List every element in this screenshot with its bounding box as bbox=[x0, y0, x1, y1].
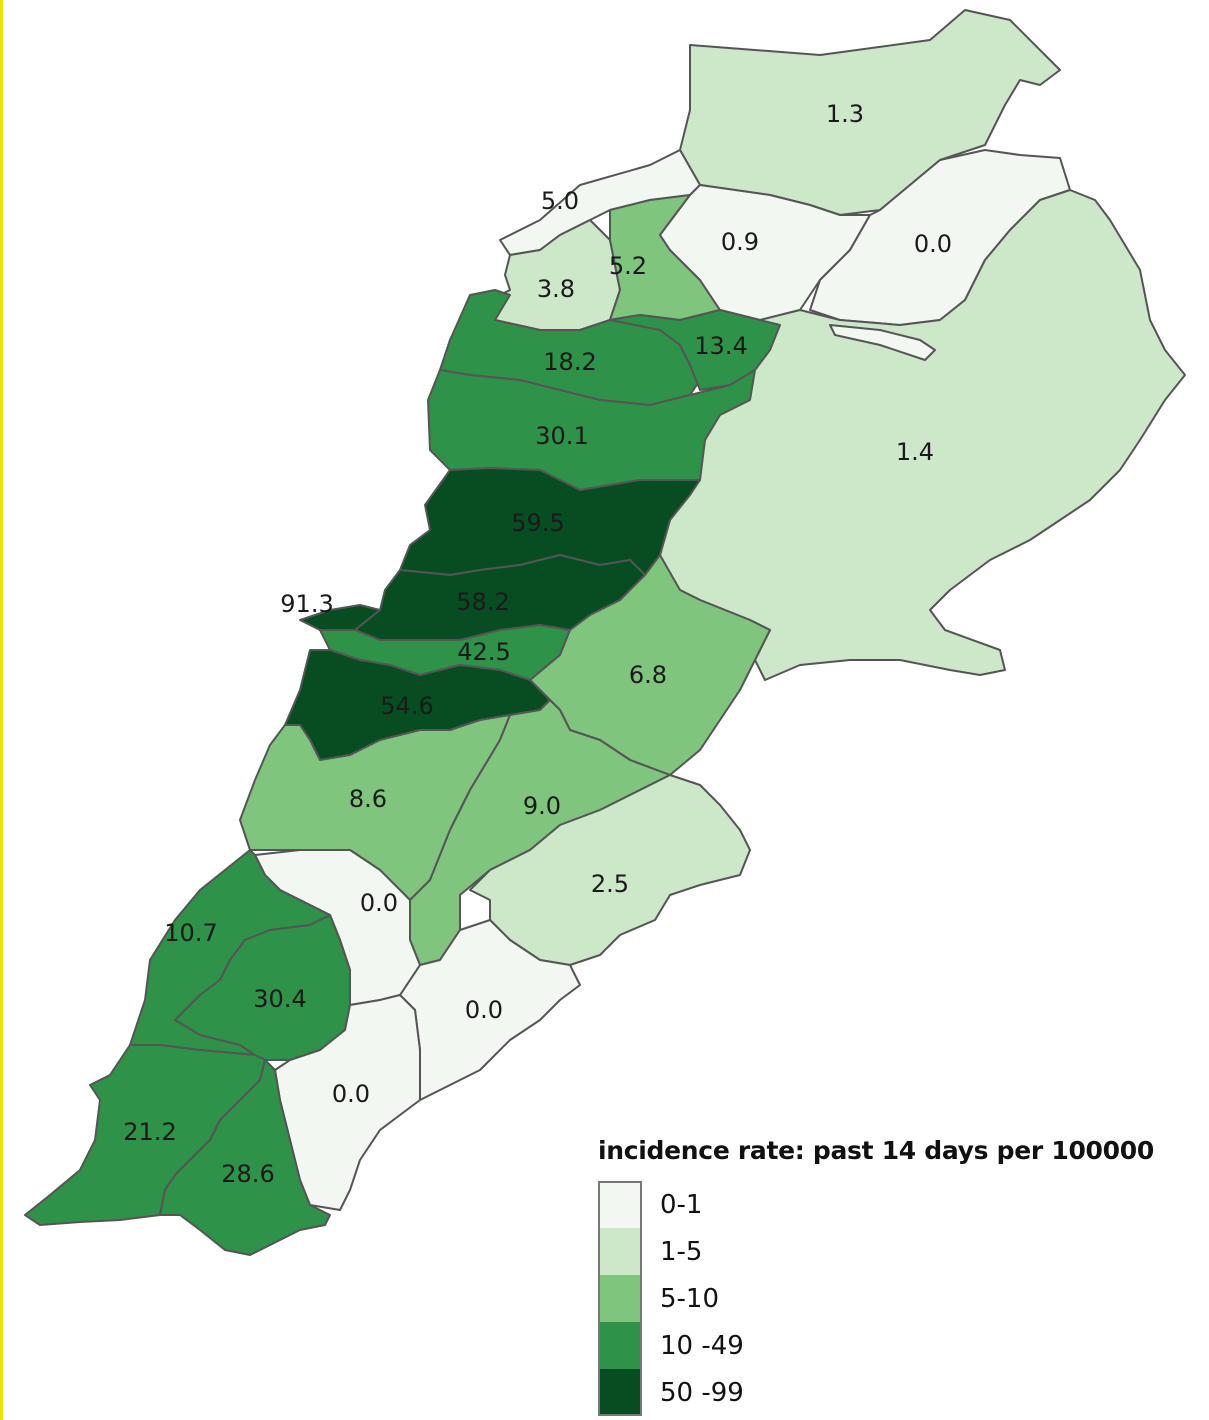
label-zahrani: 30.4 bbox=[253, 985, 306, 1013]
label-byblos: 18.2 bbox=[543, 348, 596, 376]
legend-swatch bbox=[598, 1228, 642, 1275]
label-baabda: 58.2 bbox=[456, 588, 509, 616]
region-tripoli bbox=[499, 149, 701, 256]
label-rachaya: 2.5 bbox=[591, 870, 629, 898]
label-hermel: 0.0 bbox=[914, 230, 952, 258]
legend-swatch bbox=[598, 1275, 642, 1322]
label-minieh: 0.9 bbox=[721, 228, 759, 256]
label-chouf: 54.6 bbox=[380, 692, 433, 720]
label-zahle: 6.8 bbox=[629, 661, 667, 689]
region-minieh bbox=[659, 184, 871, 321]
legend-label: 1-5 bbox=[660, 1236, 703, 1267]
label-tripoli: 5.0 bbox=[541, 187, 579, 215]
label-beirut: 91.3 bbox=[280, 590, 333, 618]
region-bsharri bbox=[609, 309, 781, 391]
legend-item: 10 -49 bbox=[598, 1322, 1198, 1369]
legend-item: 5-10 bbox=[598, 1275, 1198, 1322]
legend-item: 0-1 bbox=[598, 1181, 1198, 1228]
label-bintjbeil: 28.6 bbox=[221, 1160, 274, 1188]
label-saida: 10.7 bbox=[164, 919, 217, 947]
label-tyre: 21.2 bbox=[123, 1118, 176, 1146]
map-legend: incidence rate: past 14 days per 100000 … bbox=[598, 1136, 1198, 1416]
legend-item: 1-5 bbox=[598, 1228, 1198, 1275]
label-keserwan: 30.1 bbox=[535, 422, 588, 450]
left-edge-border bbox=[0, 0, 3, 1420]
legend-label: 50 -99 bbox=[660, 1377, 744, 1408]
legend-swatch bbox=[598, 1322, 642, 1369]
region-zahrani bbox=[174, 914, 351, 1061]
label-westbekaa: 9.0 bbox=[523, 792, 561, 820]
label-batroun: 3.8 bbox=[537, 275, 575, 303]
label-koura: 5.2 bbox=[609, 252, 647, 280]
legend-label: 10 -49 bbox=[660, 1330, 744, 1361]
legend-swatch bbox=[598, 1369, 642, 1416]
label-metn: 59.5 bbox=[511, 509, 564, 537]
legend-title: incidence rate: past 14 days per 100000 bbox=[598, 1136, 1154, 1165]
label-nabatieh: 0.0 bbox=[465, 996, 503, 1024]
legend-item: 50 -99 bbox=[598, 1369, 1198, 1416]
legend-label: 5-10 bbox=[660, 1283, 720, 1314]
label-marjayoun: 0.0 bbox=[332, 1080, 370, 1108]
district-value-labels: 1.3 5.0 3.8 5.2 0.9 0.0 18.2 13.4 30.1 1… bbox=[123, 100, 952, 1188]
label-aley: 42.5 bbox=[457, 638, 510, 666]
label-bsharri: 13.4 bbox=[694, 332, 747, 360]
label-jezzine: 8.6 bbox=[349, 785, 387, 813]
label-hasbaya: 0.0 bbox=[360, 889, 398, 917]
legend-swatch bbox=[598, 1181, 642, 1228]
label-baalbek: 1.4 bbox=[896, 438, 934, 466]
region-bintjbeil bbox=[159, 1059, 331, 1256]
lake-qaraoun-north bbox=[829, 324, 936, 361]
legend-label: 0-1 bbox=[660, 1189, 703, 1220]
label-akkar: 1.3 bbox=[826, 100, 864, 128]
